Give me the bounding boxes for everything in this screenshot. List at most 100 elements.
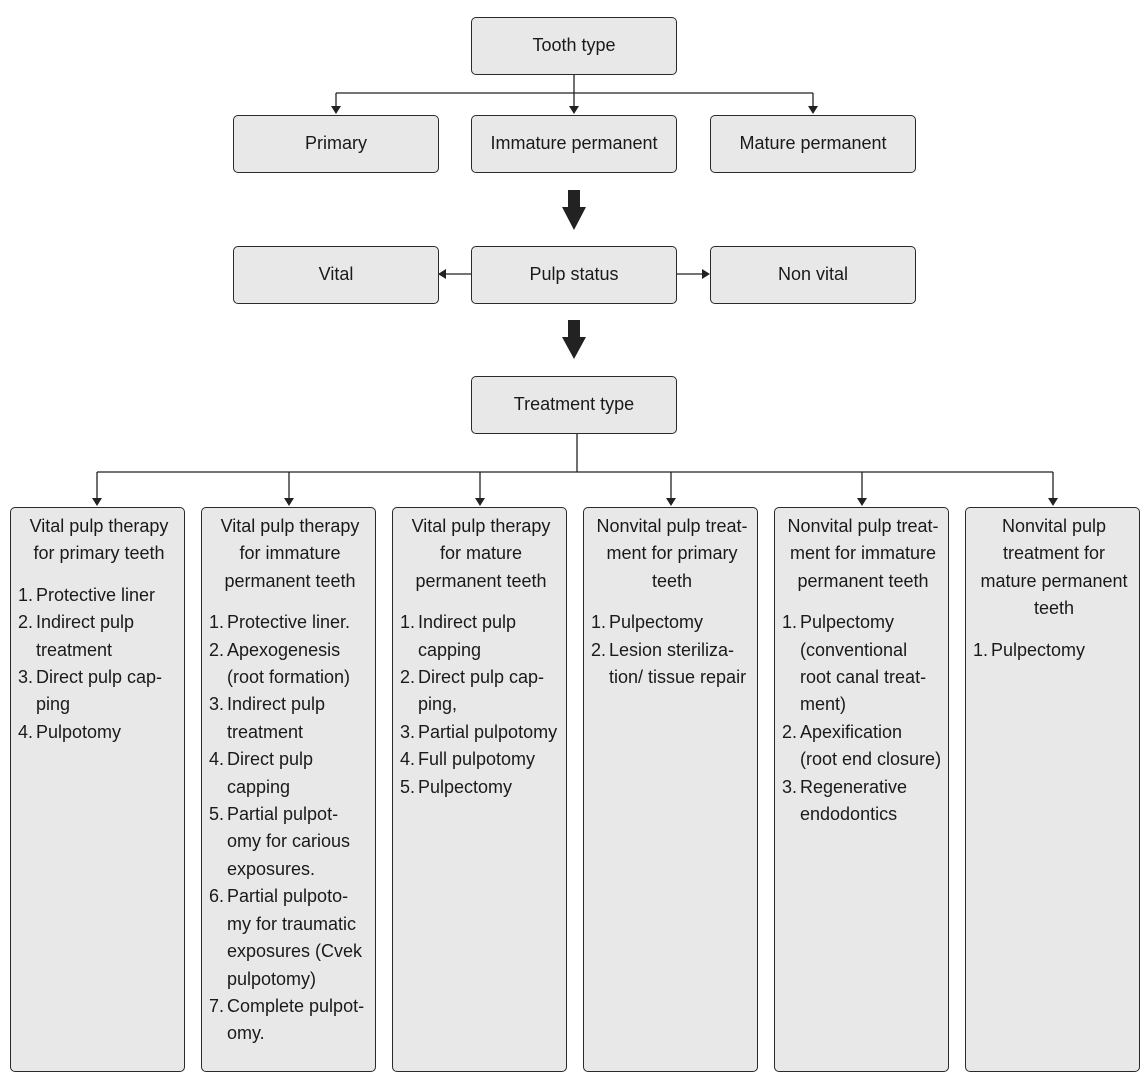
column-title-line: permanent teeth — [797, 570, 929, 591]
list-item: 6.Partial pulpoto-my for traumatic exposu… — [209, 883, 371, 993]
list-item: 3.Partial pulpotomy — [400, 719, 562, 746]
column-title-line: ment for immature — [789, 543, 937, 564]
list-item-line: pulpotomy) — [227, 968, 317, 989]
list-item-line: Pulpectomy — [991, 639, 1086, 660]
list-item: 5.Pulpectomy — [400, 774, 562, 801]
list-item-number: 5. — [209, 804, 225, 825]
list-item: 2.Lesion steriliza-tion/ tissue repair — [591, 637, 753, 692]
list-item-line: treatment — [36, 639, 113, 660]
list-item-line: exposures (Cvek — [227, 941, 363, 962]
list-item-line: ping — [36, 694, 71, 715]
list-item: 4.Direct pulp capping — [209, 746, 371, 801]
list-item-line: Full pulpotomy — [418, 749, 536, 770]
list-item-number: 1. — [400, 612, 416, 633]
column-title-line: Nonvital pulp treat- — [787, 516, 939, 536]
column-title: Vital pulp therapy for immature permanent … — [209, 513, 371, 595]
column-title-line: treatment for — [1002, 543, 1106, 564]
node-vital-label: Vital — [318, 264, 354, 285]
column-title-line: for immature — [239, 543, 341, 564]
list-item: 2.Apexogenesis (root formation) — [209, 637, 371, 692]
list-item-line: Regenerative — [800, 776, 908, 797]
list-item-number: 3. — [18, 667, 34, 688]
node-non-vital-label: Non vital — [777, 264, 849, 285]
list-item-number: 2. — [591, 639, 607, 660]
node-tooth-type-label: Tooth type — [532, 35, 616, 56]
list-item: 3.Direct pulp cap-ping — [18, 664, 180, 719]
list-item-line: (root formation) — [227, 667, 351, 688]
list-item-number: 5. — [400, 776, 416, 797]
list-item: 4.Full pulpotomy — [400, 746, 562, 773]
list-item: 7.Complete pulpot-omy. — [209, 993, 371, 1048]
list-item-line: Partial pulpoto- — [227, 886, 349, 907]
list-item-line: ping, — [418, 694, 458, 715]
list-item-line: omy. — [227, 1023, 265, 1044]
column-title-line: teeth — [1033, 598, 1075, 619]
list-item-line: Pulpectomy — [418, 776, 513, 797]
list-item-number: 6. — [209, 886, 225, 907]
list-item-line: (root end closure) — [800, 749, 942, 770]
node-immature-permanent: Immature permanent — [471, 115, 677, 173]
list-item-line: Apexogenesis — [227, 639, 341, 660]
node-mature-permanent-label: Mature permanent — [739, 133, 887, 154]
list-item-number: 1. — [591, 612, 607, 633]
list-item-line: capping — [227, 776, 291, 797]
treatment-list: 1.Protective liner.2.Apexogenesis(root f… — [209, 609, 371, 1048]
list-item-number: 2. — [400, 667, 416, 688]
column-title-line: for primary teeth — [33, 543, 165, 564]
column-title-line: mature permanent — [980, 570, 1128, 591]
column-title-line: for mature — [439, 543, 523, 564]
list-item: 1.Pulpectomy — [973, 637, 1135, 664]
list-item-line: tion/ tissue repair — [609, 667, 747, 688]
node-pulp-status: Pulp status — [471, 246, 677, 304]
column-title-line: permanent teeth — [224, 570, 356, 591]
list-item-line: Direct pulp — [227, 749, 314, 770]
list-item-line: Complete pulpot- — [227, 995, 365, 1016]
treatment-list: 1.Pulpectomy — [973, 637, 1135, 664]
list-item-number: 3. — [400, 721, 416, 742]
list-item-line: Lesion steriliza- — [609, 639, 735, 660]
list-item-line: endodontics — [800, 804, 898, 825]
list-item-number: 1. — [209, 612, 225, 633]
treatment-column: Nonvital pulp treatment for mature permane… — [965, 507, 1140, 1072]
list-item-number: 2. — [18, 612, 34, 633]
list-item-line: Protective liner. — [227, 612, 351, 633]
list-item-line: Indirect pulp — [418, 612, 517, 633]
list-item: 1.Protective liner. — [209, 609, 371, 636]
list-item-line: Apexification — [800, 721, 903, 742]
list-item-line: Pulpectomy — [800, 612, 895, 633]
list-item-line: (conventional — [800, 639, 908, 660]
list-item: 2.Apexification (root end closure) — [782, 719, 944, 774]
column-title-line: teeth — [651, 570, 693, 591]
column-title-line: Nonvital pulp — [1001, 516, 1107, 536]
column-title-line: ment for primary — [606, 543, 738, 564]
list-item-number: 1. — [973, 639, 989, 660]
list-item-line: Direct pulp cap- — [418, 667, 545, 688]
list-item-line: Indirect pulp — [227, 694, 326, 715]
list-item-line: Direct pulp cap- — [36, 667, 163, 688]
list-item: 4.Pulpotomy — [18, 719, 180, 746]
list-item-number: 4. — [209, 749, 225, 770]
list-item: 2.Direct pulp cap-ping, — [400, 664, 562, 719]
list-item-number: 2. — [209, 639, 225, 660]
list-item-line: my for traumatic — [227, 913, 357, 934]
list-item-number: 2. — [782, 721, 798, 742]
treatment-column: Nonvital pulp treat-ment for immature per… — [774, 507, 949, 1072]
column-title-line: permanent teeth — [415, 570, 547, 591]
list-item-number: 4. — [18, 721, 34, 742]
column-title-line: Vital pulp therapy — [220, 516, 360, 536]
list-item: 1.Pulpectomy — [591, 609, 753, 636]
list-item-number: 4. — [400, 749, 416, 770]
node-primary-label: Primary — [305, 133, 367, 154]
